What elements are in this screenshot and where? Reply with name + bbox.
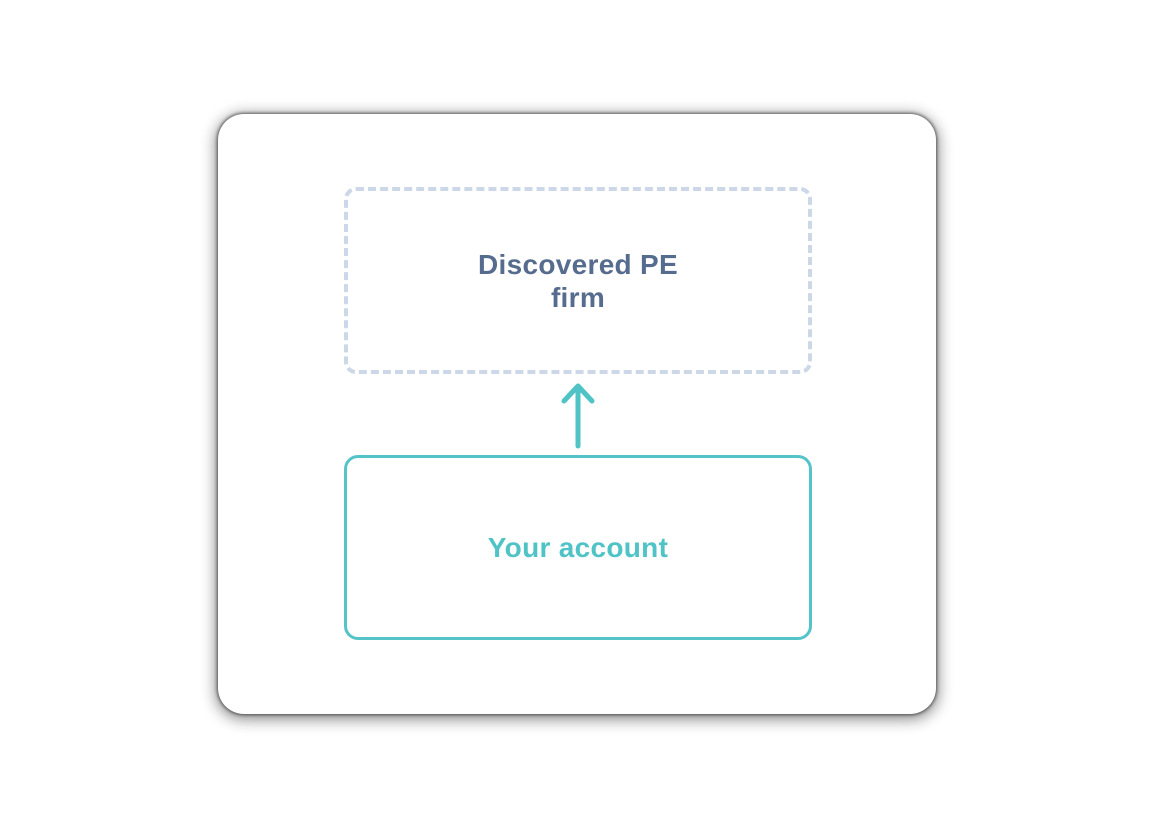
- your-account-label: Your account: [487, 531, 669, 563]
- discovered-pe-firm-box: Discovered PE firm: [344, 187, 812, 374]
- up-arrow-icon: [558, 380, 598, 452]
- your-account-box: Your account: [344, 455, 812, 640]
- discovered-pe-firm-label-line2: firm: [550, 281, 606, 313]
- discovered-pe-firm-label-line1: Discovered PE: [478, 248, 678, 280]
- diagram-card: Discovered PE firm Your account: [218, 114, 936, 714]
- discovered-pe-firm-label: Discovered PE firm: [478, 248, 678, 314]
